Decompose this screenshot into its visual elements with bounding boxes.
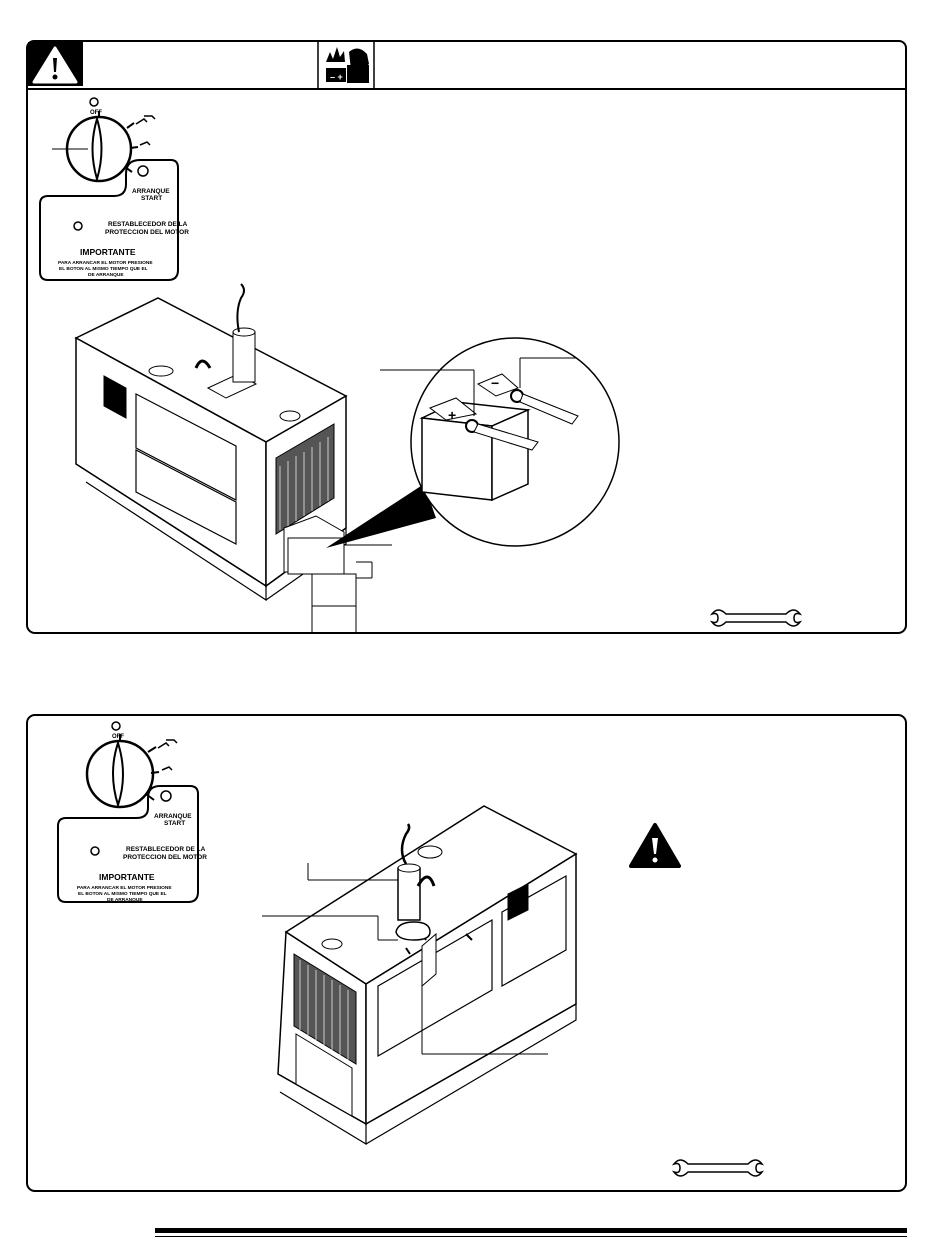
start-label-es-2: ARRANQUE [154, 813, 192, 820]
important-title: IMPORTANTE [80, 247, 136, 257]
welder-generator-unit-rear [277, 805, 578, 1146]
positive-sign: + [448, 407, 456, 423]
engine-protection-reset-button [73, 221, 83, 231]
battery-panel: OFF ARRANQUE START RESTABLECEDOR DE LA P… [26, 88, 907, 634]
important-line3: DE ARRANQUE [88, 272, 124, 278]
switch-off-label-2: OFF [112, 734, 124, 740]
control-decal-2 [57, 785, 199, 903]
reset-label-line2: PROTECCION DEL MOTOR [105, 229, 189, 236]
warning-triangle-icon [32, 46, 78, 84]
start-label-es: ARRANQUE [132, 188, 170, 195]
negative-sign: − [491, 375, 499, 391]
warning-triangle-icon-2 [629, 823, 681, 868]
run-symbol-icon [139, 141, 151, 146]
reset-label-line2-2: PROTECCION DEL MOTOR [123, 854, 207, 861]
footer-rule [155, 1228, 907, 1233]
zoom-wedge [326, 484, 436, 548]
important-line2-2: EL BOTON AL MISMO TIEMPO QUE EL [78, 891, 167, 897]
reset-label-line1: RESTABLECEDOR DE LA [108, 221, 188, 228]
svg-text:– +: – + [330, 72, 343, 82]
control-decal [39, 159, 179, 281]
engine-protection-reset-button-2 [90, 846, 100, 856]
important-line3-2: DE ARRANQUE [107, 897, 143, 903]
start-label-en: START [141, 195, 162, 202]
safety-header: – + [26, 40, 907, 88]
wrench-icon-2 [671, 1159, 765, 1177]
reset-label-line1-2: RESTABLECEDOR DE LA [126, 846, 206, 853]
run-weld-symbol-icon [135, 115, 156, 125]
important-line1: PARA ARRANCAR EL MOTOR PRESIONE [58, 260, 153, 266]
engine-control-switch-2: OFF [85, 721, 178, 809]
engine-control-switch: OFF [52, 97, 156, 183]
battery-explosion-hazard-icon: – + [326, 47, 369, 83]
welder-generator-unit [74, 283, 357, 634]
important-line2: EL BOTON AL MISMO TIEMPO QUE EL [59, 266, 148, 272]
start-symbol-icon [137, 165, 149, 177]
footer-rule-thin [155, 1236, 907, 1237]
switch-off-label: OFF [90, 110, 102, 116]
important-line1-2: PARA ARRANCAR EL MOTOR PRESIONE [77, 885, 172, 891]
important-title-2: IMPORTANTE [99, 872, 155, 882]
start-label-en-2: START [164, 820, 185, 827]
battery-detail-zoom: − + [410, 337, 620, 547]
muffler-panel: OFF ARRANQUE START RESTABLECEDOR DE LA P… [26, 714, 907, 1192]
wrench-icon [709, 609, 803, 627]
off-symbol-icon [89, 97, 99, 107]
